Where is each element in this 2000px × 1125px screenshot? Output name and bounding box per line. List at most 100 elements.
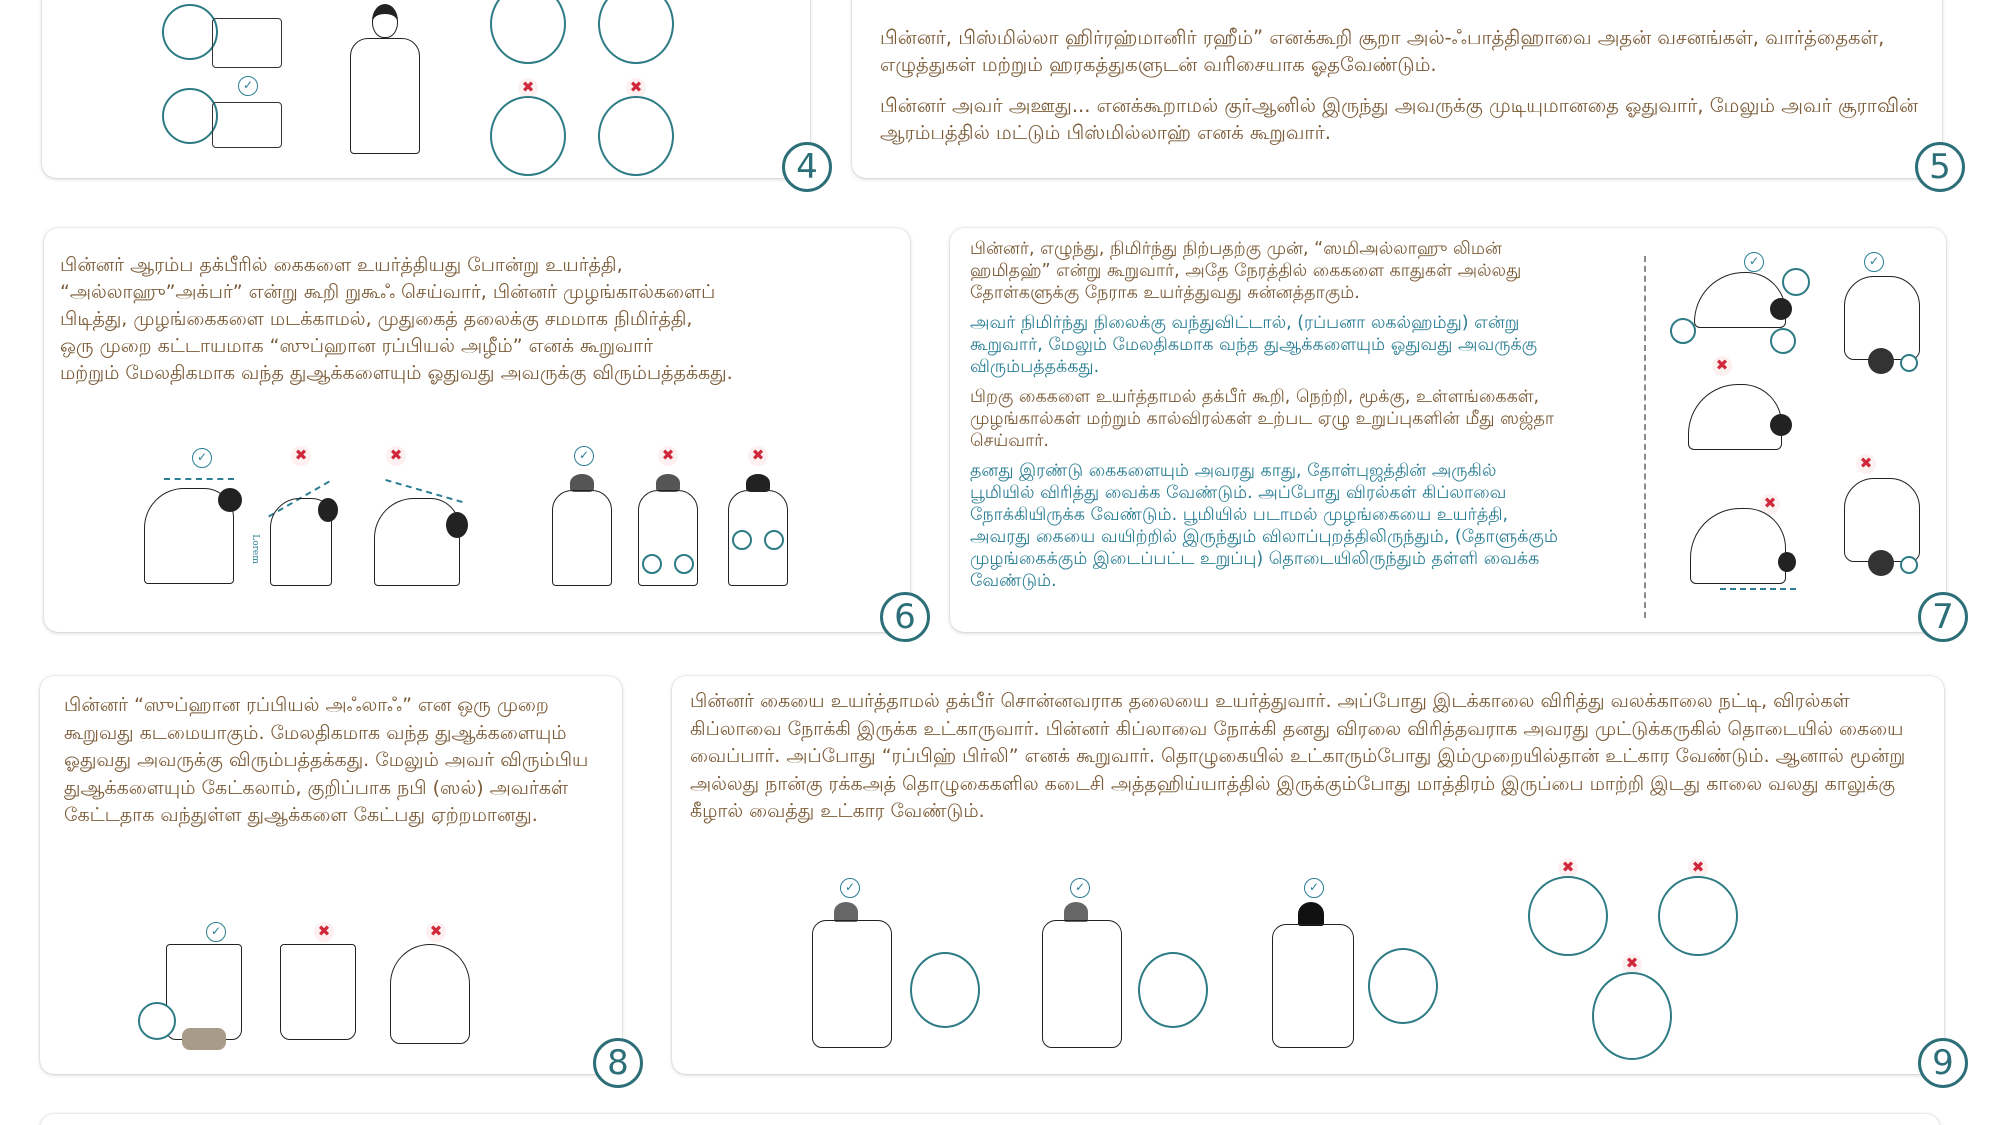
correct-mark-icon: ✓ <box>192 448 212 468</box>
sujud-wrong-side-1 <box>1688 384 1798 458</box>
step-7-text: பின்னர், எழுந்து, நிமிர்ந்து நிற்பதற்கு … <box>970 238 1560 606</box>
wrong-mark-icon: ✖ <box>1558 858 1578 878</box>
ruku-front-wrong-2 <box>728 474 788 590</box>
body-icon <box>1042 920 1122 1048</box>
head-icon <box>218 488 242 512</box>
figure-hands-on-chest-correct-2 <box>162 88 292 152</box>
step-9-badge: 9 <box>1918 1038 1968 1088</box>
step-6-line: பிடித்து, முழங்கைகளை மடக்காமல், முதுகைத்… <box>60 308 693 330</box>
cap-icon <box>1064 902 1088 922</box>
foot-wrong-2-icon <box>1658 876 1738 956</box>
ruku-front-wrong-1 <box>638 474 698 590</box>
sitting-back-wrong-2 <box>390 944 474 1054</box>
hand-detail-icon <box>642 554 662 574</box>
bent-body-icon <box>270 498 332 586</box>
cap-icon <box>570 474 594 492</box>
sujud-wrong-back <box>1838 478 1924 578</box>
step-5-badge: 5 <box>1915 142 1965 192</box>
step-8-text: பின்னர் “ஸுப்ஹான ரப்பியல் அஃலாஃ” என ஒரு … <box>64 692 612 830</box>
body-icon <box>280 944 356 1040</box>
robe-icon <box>350 38 420 154</box>
bent-body-icon <box>374 498 460 586</box>
foot-wrong-3-icon <box>1592 972 1672 1060</box>
step-7-paragraph-4: தனது இரண்டு கைகளையும் அவரது காது, தோள்பு… <box>970 461 1558 591</box>
step-6-badge: 6 <box>880 592 930 642</box>
wrong-mark-icon: ✖ <box>386 446 406 466</box>
body-icon <box>390 944 470 1044</box>
body-icon <box>166 944 242 1040</box>
foot-detail-icon <box>1368 948 1438 1024</box>
figure-hands-on-chest-correct <box>162 4 292 68</box>
head-icon <box>1868 550 1894 576</box>
step-8-card: பின்னர் “ஸுப்ஹான ரப்பியல் அஃலாஃ” என ஒரு … <box>40 676 622 1074</box>
head-icon <box>1770 298 1792 320</box>
step-6-line: மற்றும் மேலதிகமாக வந்த துஆக்களையும் ஓதுவ… <box>60 362 733 384</box>
sitting-back-wrong-1 <box>280 944 360 1054</box>
wrong-mark-icon: ✖ <box>291 446 311 466</box>
head-icon <box>446 512 468 538</box>
toes-detail-icon <box>138 1002 176 1040</box>
nose-detail-icon <box>1782 268 1810 296</box>
detail-circle-icon <box>162 4 218 60</box>
jalsa-correct-3 <box>1272 902 1442 1052</box>
step-8-paragraph-1: பின்னர் “ஸுப்ஹான ரப்பியல் அஃலாஃ” என ஒரு … <box>64 694 589 826</box>
step-9-card: பின்னர் கையை உயர்த்தாமல் தக்பீர் சொன்னவர… <box>672 676 1944 1074</box>
wrong-mark-icon: ✖ <box>314 922 334 942</box>
ruku-correct-figure <box>144 478 244 588</box>
hand-low-icon <box>598 96 674 176</box>
hand-detail-icon <box>1900 354 1918 372</box>
correct-mark-icon: ✓ <box>840 878 860 898</box>
correct-mark-icon: ✓ <box>1070 878 1090 898</box>
cap-icon <box>656 474 680 492</box>
feet-icon <box>182 1028 226 1050</box>
ground-line <box>1720 588 1796 590</box>
body-icon <box>1694 272 1786 328</box>
robe-icon <box>728 490 788 586</box>
dashed-arrow-icon <box>164 478 234 480</box>
torso-figure-icon <box>212 18 282 68</box>
body-icon <box>1690 508 1786 584</box>
head-icon <box>1778 552 1796 572</box>
step-7-paragraph-1: பின்னர், எழுந்து, நிமிர்ந்து நிற்பதற்கு … <box>970 239 1522 303</box>
bent-body-icon <box>144 488 234 584</box>
foot-detail-icon <box>910 952 980 1028</box>
step-6-card: பின்னர் ஆரம்ப தக்பீரில் கைகளை உயர்த்தியத… <box>44 228 910 632</box>
head-icon <box>372 4 398 38</box>
correct-mark-icon: ✓ <box>1864 252 1884 272</box>
head-icon <box>318 498 338 522</box>
step-5-paragraph-1: பின்னர், பிஸ்மில்லா ஹிர்ரஹ்மானிர் ரஹீம்”… <box>880 26 1885 76</box>
ruku-wrong-figure-1 <box>264 478 344 588</box>
step-7-paragraph-3: பிறகு கைகளை உயர்த்தாமல் தக்பீர் கூறி, நெ… <box>970 387 1555 451</box>
head-icon <box>1770 414 1792 436</box>
robe-icon <box>552 490 612 586</box>
toes-detail-icon <box>1670 318 1696 344</box>
wrong-mark-icon: ✖ <box>1688 858 1708 878</box>
step-7-badge: 7 <box>1918 592 1968 642</box>
wrong-mark-icon: ✖ <box>518 78 538 98</box>
wrong-mark-icon: ✖ <box>1760 494 1780 514</box>
jalsa-correct-2 <box>1042 902 1212 1052</box>
wrong-mark-icon: ✖ <box>1712 356 1732 376</box>
body-icon <box>1272 924 1354 1048</box>
step-6-line: “அல்லாஹு”அக்பர்” என்று கூறி றுகூஃ செய்வா… <box>60 281 716 303</box>
figure-arms-at-side <box>342 4 428 154</box>
hand-detail-icon <box>764 530 784 550</box>
correct-mark-icon: ✓ <box>238 76 258 96</box>
detail-circle-icon <box>162 88 218 144</box>
dashed-divider <box>1644 256 1646 618</box>
wrong-mark-icon: ✖ <box>426 922 446 942</box>
hand-position-a-icon <box>490 0 566 64</box>
hand-detail-icon <box>1900 556 1918 574</box>
wrong-mark-icon: ✖ <box>658 446 678 466</box>
sujud-correct-side <box>1670 262 1810 354</box>
cap-icon <box>1298 902 1324 926</box>
step-8-badge: 8 <box>593 1038 643 1088</box>
foot-wrong-1-icon <box>1528 876 1608 956</box>
jalsa-correct-1 <box>812 902 982 1052</box>
sitting-back-correct <box>138 944 248 1054</box>
torso-figure-icon <box>212 102 282 148</box>
correct-mark-icon: ✓ <box>1304 878 1324 898</box>
step-9-text: பின்னர் கையை உயர்த்தாமல் தக்பீர் சொன்னவர… <box>690 688 1926 826</box>
wrong-mark-icon: ✖ <box>748 446 768 466</box>
correct-mark-icon: ✓ <box>574 446 594 466</box>
